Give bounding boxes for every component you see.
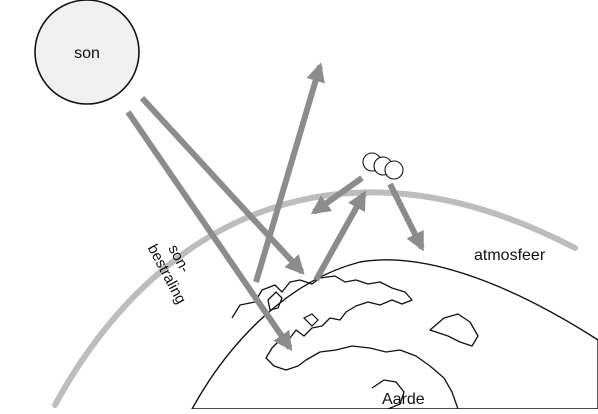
atmosphere-band <box>52 189 578 408</box>
cloud-icon <box>362 152 404 180</box>
earth-icon <box>190 259 598 410</box>
island-uk <box>267 291 283 311</box>
arrow-cloud-left <box>310 175 364 215</box>
island-mediterranean <box>302 313 319 327</box>
sun-icon <box>34 0 140 105</box>
coastline-arabia <box>429 313 479 347</box>
earth-outline <box>190 259 598 410</box>
atmosphere-label: atmosfeer <box>474 247 546 264</box>
arrow-sun-to-earth-upper <box>139 95 305 275</box>
arrow-surface-to-cloud <box>313 190 367 282</box>
earth-label: Aarde <box>382 391 425 408</box>
arrow-reflected-space <box>253 62 325 283</box>
arrow-cloud-down <box>387 182 425 252</box>
coastline-africa <box>305 345 459 410</box>
sun-label: son <box>74 45 100 62</box>
coastline-south <box>371 379 405 410</box>
arrow-sun-to-earth-lower <box>125 110 293 352</box>
